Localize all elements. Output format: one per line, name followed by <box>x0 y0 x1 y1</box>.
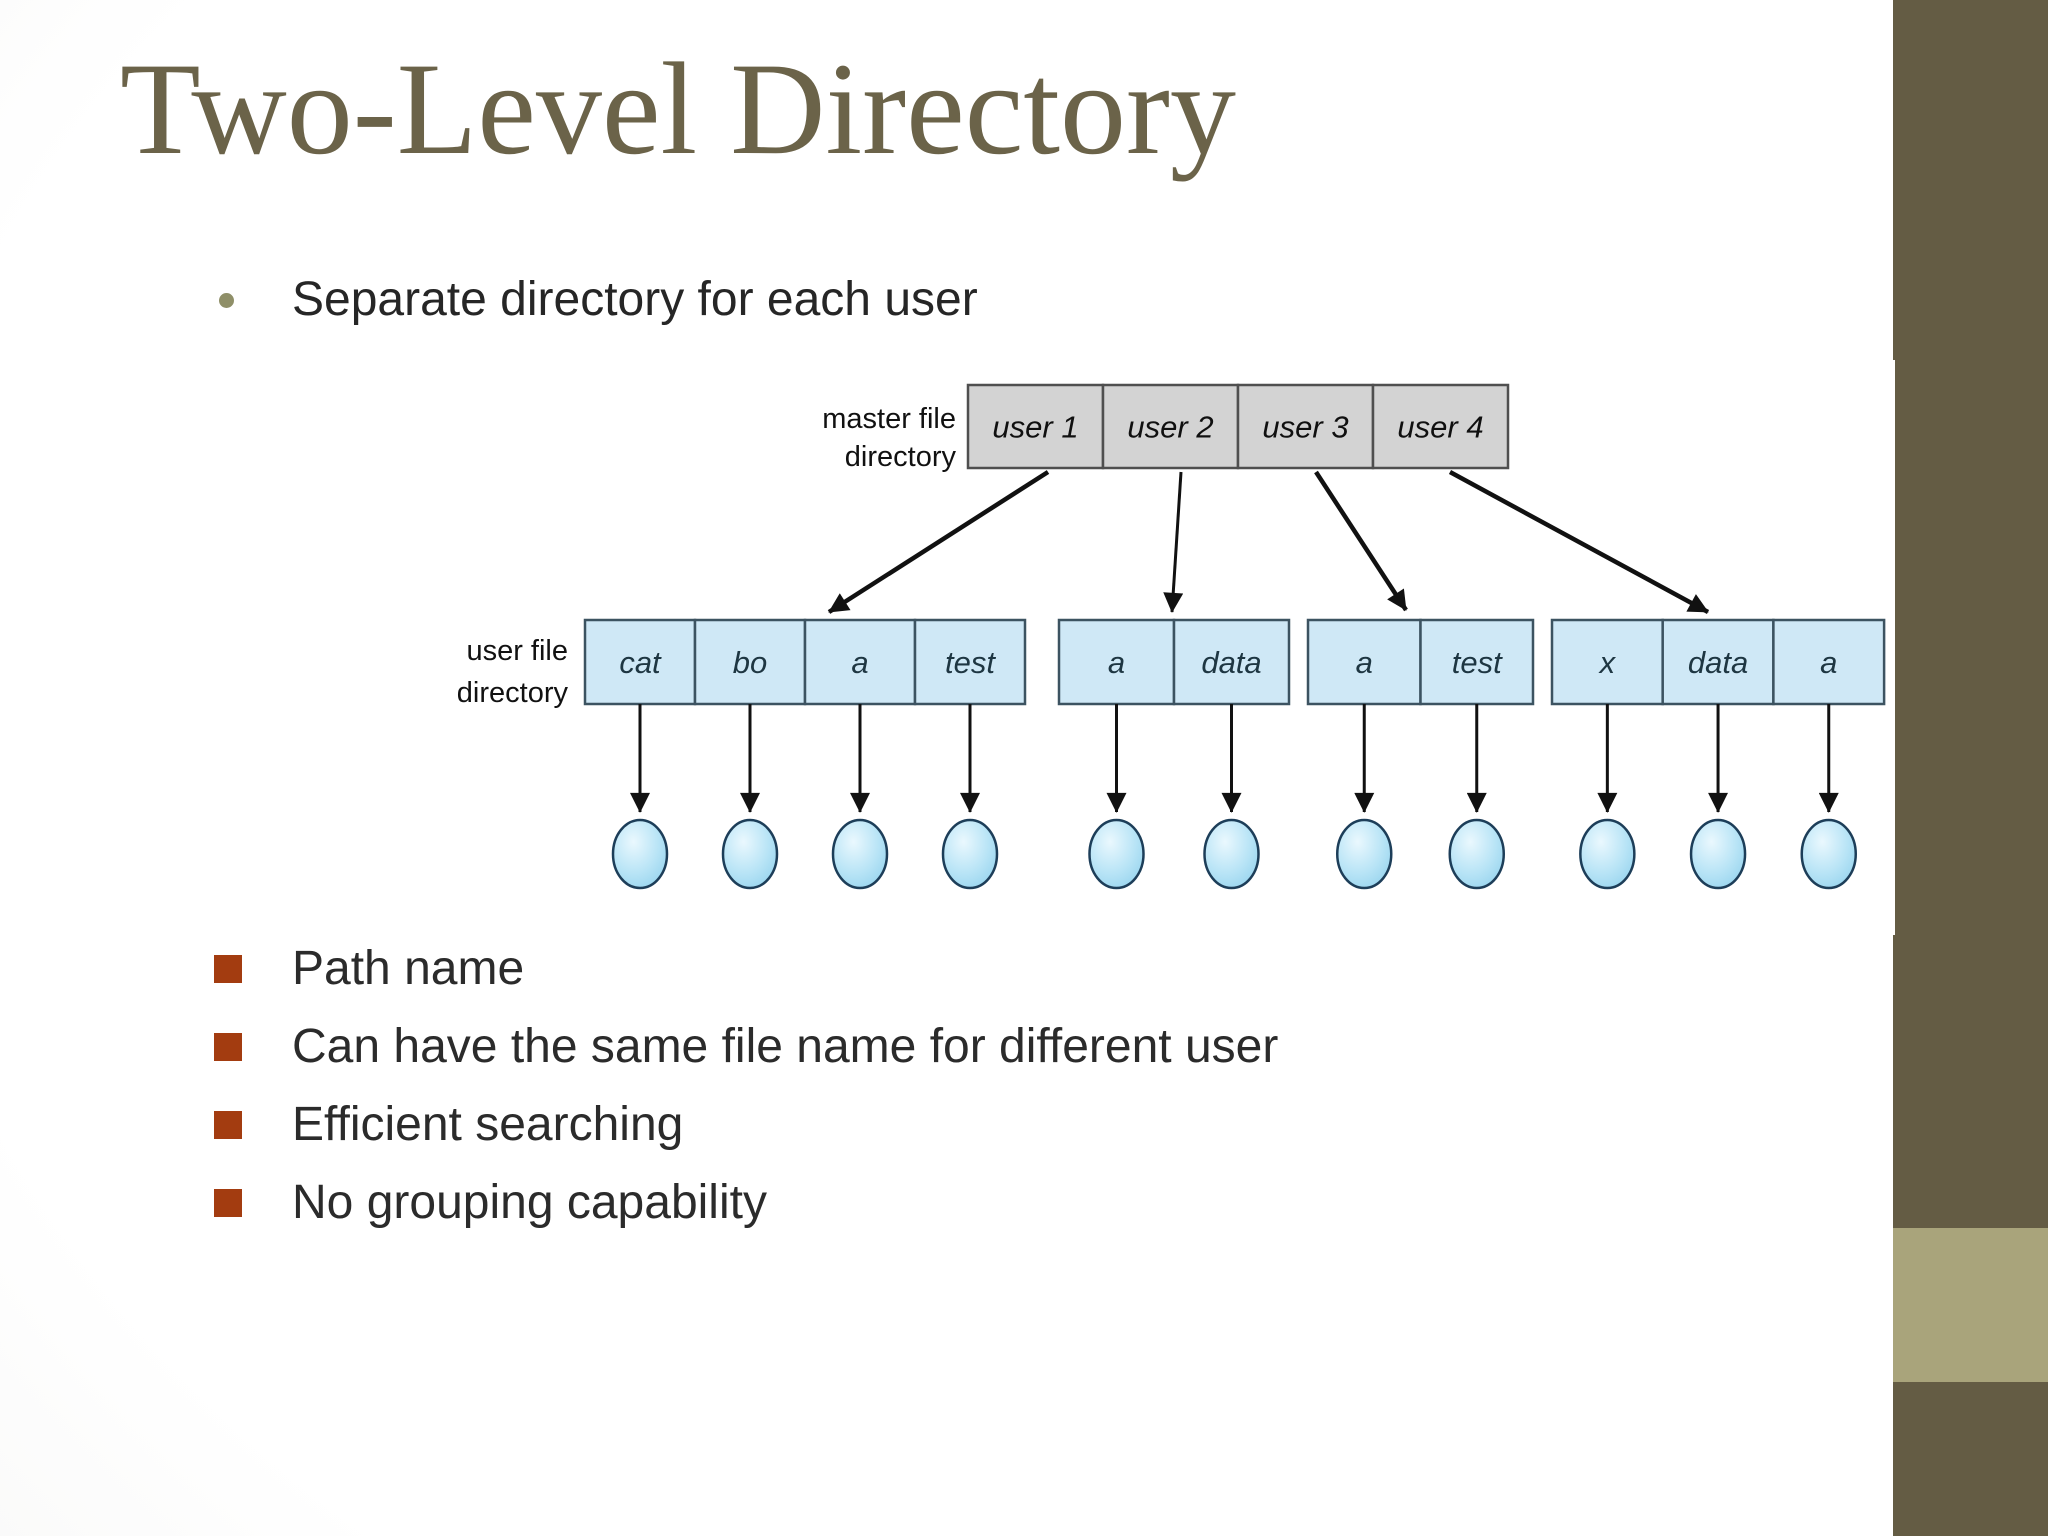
user-cell-label: test <box>1452 645 1503 680</box>
user-cell-label: bo <box>733 645 767 680</box>
user-cell <box>1419 618 1535 706</box>
master-cell-label: user 1 <box>992 410 1078 445</box>
user-cell-label: a <box>1356 645 1373 680</box>
master-to-user-arrows <box>827 470 1710 614</box>
file-circle <box>941 818 999 890</box>
master-file-directory-label-line2: directory <box>845 441 957 473</box>
user-cell <box>1550 618 1664 706</box>
file-circle <box>1579 818 1636 890</box>
two-level-directory-figure: master file directory user file director… <box>420 360 1895 935</box>
bullet-row: No grouping capability <box>214 1175 767 1231</box>
user-cell <box>1661 618 1775 706</box>
user-file-directory-label-line1: user file <box>466 635 568 667</box>
master-cell-label: user 3 <box>1262 410 1348 445</box>
master-to-user-arrow <box>1314 470 1408 612</box>
file-circle <box>1689 818 1747 890</box>
file-circle <box>1800 818 1857 890</box>
file-circle <box>1203 818 1260 890</box>
user-cell-label: data <box>1201 645 1261 680</box>
bullet-text: No grouping capability <box>292 1176 767 1229</box>
master-cell-label: user 2 <box>1127 410 1213 445</box>
master-cell <box>1371 383 1510 470</box>
file-circle <box>831 818 889 890</box>
user-cell-label: test <box>945 645 996 680</box>
square-bullet-icon <box>214 955 242 983</box>
directory-to-file-arrows <box>630 704 1839 813</box>
user-cell <box>1057 618 1176 706</box>
master-to-user-arrow <box>827 470 1050 614</box>
user-cell <box>803 618 917 706</box>
bullet-row: Efficient searching <box>214 1097 683 1153</box>
sidebar-accent-square <box>1893 1228 2048 1382</box>
master-to-user-arrow <box>1448 470 1710 614</box>
lead-bullet-row: Separate directory for each user <box>219 272 978 328</box>
user-cell-label: a <box>1820 645 1837 680</box>
user-file-directory-row: cat bo a test a data a test x data a <box>583 618 1886 706</box>
user-cell-label: cat <box>619 645 662 680</box>
user-file-directory-label-line2: directory <box>457 677 569 709</box>
master-cell-label: user 4 <box>1397 410 1483 445</box>
file-circle <box>1448 818 1505 890</box>
master-file-directory-label-line1: master file <box>822 403 956 435</box>
user-cell-label: a <box>1108 645 1125 680</box>
file-circle <box>1336 818 1393 890</box>
bullet-dot-icon <box>219 292 234 308</box>
bullet-text: Efficient searching <box>292 1098 684 1151</box>
bullet-text: Path name <box>292 942 525 995</box>
file-circle <box>611 818 669 890</box>
bullet-row: Path name <box>214 941 524 997</box>
bullet-row: Can have the same file name for differen… <box>214 1019 1278 1075</box>
master-to-user-arrow <box>1163 471 1184 613</box>
file-circle <box>721 818 779 890</box>
master-cell <box>966 383 1105 470</box>
lead-bullet-text: Separate directory for each user <box>292 273 978 326</box>
square-bullet-icon <box>214 1033 242 1061</box>
user-cell-label: a <box>851 645 868 680</box>
user-cell-label: x <box>1598 645 1617 680</box>
user-cell <box>583 618 697 706</box>
master-file-directory-row: user 1 user 2 user 3 user 4 <box>966 383 1510 470</box>
square-bullet-icon <box>214 1189 242 1217</box>
file-circles <box>611 818 1857 890</box>
user-cell <box>1172 618 1291 706</box>
file-circle <box>1088 818 1145 890</box>
square-bullet-icon <box>214 1111 242 1139</box>
user-cell <box>1772 618 1886 706</box>
user-cell-label: data <box>1688 645 1748 680</box>
user-cell <box>693 618 807 706</box>
bullet-text: Can have the same file name for differen… <box>292 1020 1279 1073</box>
directory-diagram-svg: master file directory user file director… <box>420 360 1895 935</box>
slide-title: Two-Level Directory <box>120 35 1236 182</box>
